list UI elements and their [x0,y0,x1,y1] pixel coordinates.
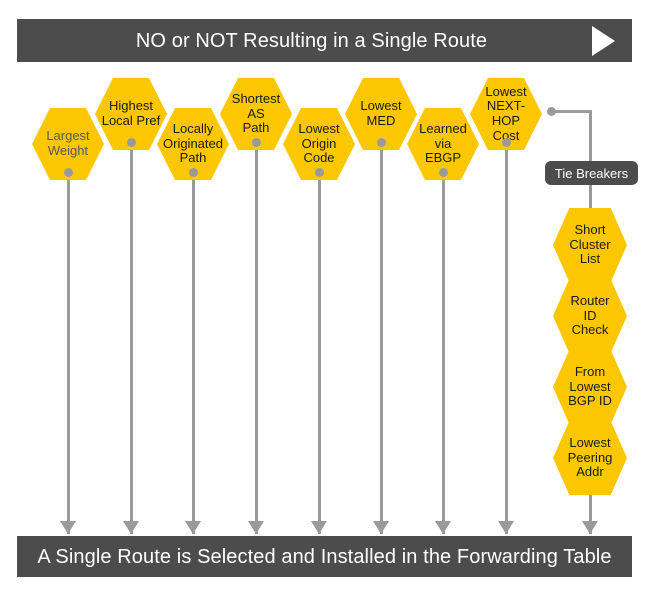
drop-line-highest-local-pref [129,142,133,534]
connector-dot-lowest-med [376,137,386,147]
drop-arrow-learned-via-ebgp [435,521,451,534]
bottom-banner-text: A Single Route is Selected and Installed… [37,545,612,568]
drop-arrow-lowest-next-hop-cost [498,521,514,534]
drop-line-locally-originated [191,172,195,534]
tie-breaker-drop-line [588,489,592,534]
drop-arrow-locally-originated [185,521,201,534]
drop-arrow-lowest-med [373,521,389,534]
bottom-banner: A Single Route is Selected and Installed… [17,536,632,577]
drop-line-lowest-med [379,142,383,534]
connector-dot-highest-local-pref [126,137,136,147]
connector-dot-lowest-next-hop-cost [501,137,511,147]
branch-line-vertical [588,111,592,208]
top-banner: NO or NOT Resulting in a Single Route [17,19,632,62]
connector-dot-lowest-origin-code [314,167,324,177]
connector-dot-learned-via-ebgp [438,167,448,177]
drop-line-learned-via-ebgp [441,172,445,534]
connector-dot-next-hop-branch [546,106,556,116]
drop-arrow-highest-local-pref [123,521,139,534]
drop-arrow-shortest-as-path [248,521,264,534]
drop-arrow-lowest-origin-code [311,521,327,534]
tie-breaker-drop-arrow [582,521,598,534]
drop-line-lowest-origin-code [317,172,321,534]
drop-line-shortest-as-path [254,142,258,534]
connector-dot-shortest-as-path [251,137,261,147]
connector-dot-locally-originated [188,167,198,177]
tie-breakers-label: Tie Breakers [545,161,638,185]
drop-line-largest-weight [66,172,70,534]
drop-arrow-largest-weight [60,521,76,534]
branch-line-horizontal [551,109,592,113]
play-triangle-right-icon [592,25,615,56]
connector-dot-largest-weight [63,167,73,177]
top-banner-text: NO or NOT Resulting in a Single Route [135,29,488,52]
drop-line-lowest-next-hop-cost [504,142,508,534]
